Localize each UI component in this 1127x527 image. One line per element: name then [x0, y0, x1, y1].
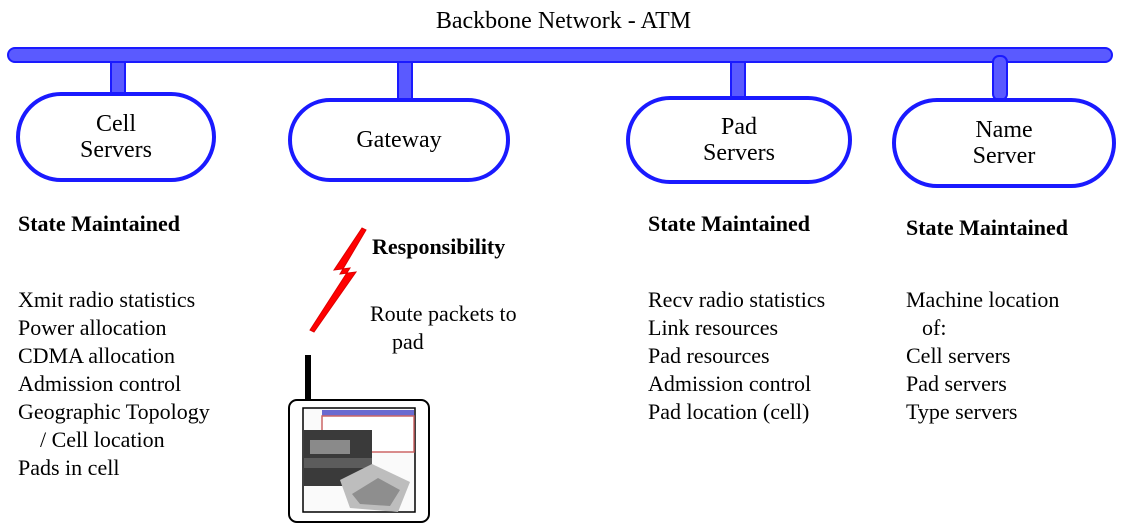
cell-servers-node: Cell Servers	[16, 92, 216, 182]
device-photo-band	[304, 458, 372, 468]
list-item: Link resources	[648, 315, 779, 340]
cell-servers-heading: State Maintained	[18, 211, 180, 236]
list-item: Recv radio statistics	[648, 287, 826, 312]
list-item: / Cell location	[40, 427, 165, 452]
connector-gateway	[397, 61, 413, 101]
list-item: Pad servers	[906, 371, 1007, 396]
connector-cell-servers	[110, 61, 126, 95]
pad-servers-node: Pad Servers	[626, 96, 852, 184]
pad-servers-state-list: Recv radio statistics Link resources Pad…	[648, 286, 825, 426]
cell-servers-state-list: Xmit radio statistics Power allocation C…	[18, 286, 210, 482]
list-item: Geographic Topology	[18, 399, 210, 424]
device-terrain-shade	[352, 478, 400, 506]
pad-servers-label-line1: Pad	[721, 114, 757, 140]
pad-servers-heading: State Maintained	[648, 211, 810, 236]
list-item: of:	[922, 315, 947, 340]
connector-name-server	[992, 55, 1008, 101]
list-item: Type servers	[906, 399, 1018, 424]
list-item: Pads in cell	[18, 455, 120, 480]
name-server-state-list: Machine location of: Cell servers Pad se…	[906, 286, 1059, 426]
list-item: Power allocation	[18, 315, 167, 340]
list-item: Admission control	[648, 371, 812, 396]
list-item: CDMA allocation	[18, 343, 176, 368]
gateway-responsibility-list: Route packets to pad	[370, 300, 517, 356]
connector-pad-servers	[730, 61, 746, 99]
name-server-node: Name Server	[892, 98, 1116, 188]
list-item: Cell servers	[906, 343, 1011, 368]
gateway-label: Gateway	[356, 127, 442, 153]
list-item: Machine location	[906, 287, 1060, 312]
lightning-bolt-icon	[309, 227, 367, 333]
gateway-heading: Responsibility	[372, 234, 506, 259]
cell-servers-label-line1: Cell	[96, 111, 136, 137]
list-item: Pad resources	[648, 343, 770, 368]
device-photo-highlight	[310, 440, 350, 454]
list-item: pad	[392, 329, 424, 354]
list-item: Xmit radio statistics	[18, 287, 196, 312]
diagram-title: Backbone Network - ATM	[435, 8, 692, 34]
name-server-heading: State Maintained	[906, 215, 1068, 240]
device-window-bar	[322, 410, 414, 416]
gateway-node: Gateway	[288, 98, 510, 182]
name-server-label-line2: Server	[972, 143, 1036, 169]
pad-servers-label-line2: Servers	[703, 140, 775, 166]
backbone-bar	[7, 47, 1113, 63]
list-item: Pad location (cell)	[648, 399, 810, 424]
pad-device-icon	[288, 355, 430, 523]
cell-servers-label-line2: Servers	[80, 137, 152, 163]
device-antenna	[305, 355, 311, 400]
name-server-label-line1: Name	[975, 117, 1033, 143]
list-item: Route packets to	[370, 301, 517, 326]
list-item: Admission control	[18, 371, 182, 396]
